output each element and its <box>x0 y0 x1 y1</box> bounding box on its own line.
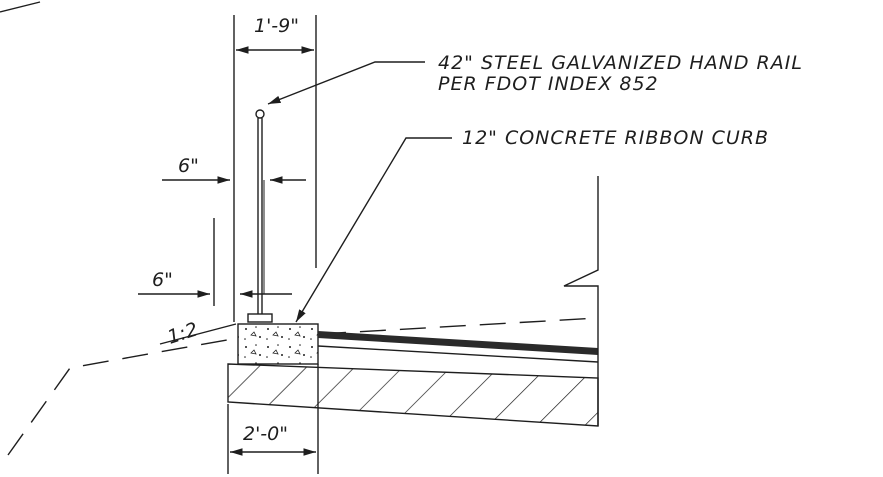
corner-mark <box>0 1 41 13</box>
proposed-grade-line <box>319 317 599 335</box>
hand-rail-note-line1: 42" STEEL GALVANIZED HAND RAIL <box>438 52 803 74</box>
break-line <box>563 176 599 426</box>
hand-rail <box>247 109 273 323</box>
slope-label: 1:2 <box>165 318 201 348</box>
dimension-top: 1'-9" <box>233 15 317 322</box>
existing-ground-line <box>7 337 239 456</box>
concrete-curb <box>237 323 319 365</box>
asphalt-surface <box>318 331 598 355</box>
dimension-top-label: 1'-9" <box>254 15 299 37</box>
hand-rail-note-line2: PER FDOT INDEX 852 <box>438 73 659 95</box>
dimension-rail-offset-label: 6" <box>178 155 199 177</box>
dimension-curb-offset: 6" <box>138 218 292 306</box>
slope-indicator: 1:2 <box>159 318 237 349</box>
dimension-rail-offset: 6" <box>162 155 306 184</box>
pavement-top-line <box>317 345 599 363</box>
hand-rail-callout: 42" STEEL GALVANIZED HAND RAIL PER FDOT … <box>267 52 803 105</box>
base-course <box>227 363 599 427</box>
curb-callout: 12" CONCRETE RIBBON CURB <box>295 127 769 323</box>
dimension-bottom: 2'-0" <box>227 364 319 474</box>
dimension-curb-offset-label: 6" <box>152 269 173 291</box>
dimension-bottom-label: 2'-0" <box>243 423 288 445</box>
curb-note: 12" CONCRETE RIBBON CURB <box>462 127 769 149</box>
